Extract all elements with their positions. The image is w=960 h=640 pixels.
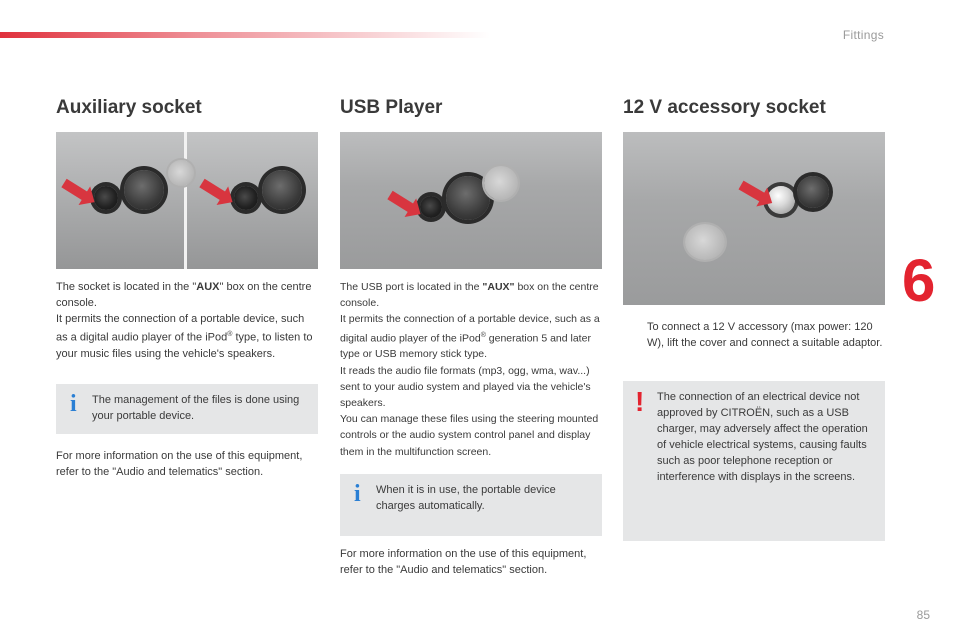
aux-more-info: For more information on the use of this … [56, 449, 303, 478]
aux-info-box: i The management of the files is done us… [56, 383, 318, 434]
usb-title: USB Player [340, 97, 443, 118]
socket-edge-left [168, 160, 194, 186]
usb-formats-text: It reads the audio file formats (mp3, og… [340, 364, 591, 409]
accessory-title: 12 V accessory socket [623, 97, 826, 118]
aux-title: Auxiliary socket [56, 97, 202, 118]
accessory-warning-text: The connection of an electrical device n… [657, 391, 868, 483]
info-icon: i [70, 390, 77, 417]
socket-cover [797, 176, 829, 208]
photo-divider [184, 132, 187, 269]
usb-location-text: The USB port is located in the "AUX" box… [340, 281, 599, 310]
warning-icon: ! [635, 386, 645, 417]
aux-connection-text: It permits the connection of a portable … [56, 313, 313, 360]
accessory-instruction-text: To connect a 12 V accessory (max power: … [647, 321, 883, 349]
usb-info-text: When it is in use, the portable device c… [376, 483, 556, 512]
aux-jack-left [94, 186, 118, 210]
header-accent-bar [0, 32, 490, 38]
arrow-icon [738, 180, 767, 203]
usb-cap-left [124, 170, 164, 210]
photo-panel-left [56, 132, 184, 269]
accessory-socket-photo [623, 132, 885, 305]
info-icon: i [354, 480, 361, 507]
usb-connection-text: It permits the connection of a portable … [340, 313, 600, 361]
usb-cap [446, 176, 490, 220]
usb-controls-text: You can manage these files using the ste… [340, 413, 599, 458]
aux-jack-right [234, 186, 258, 210]
chapter-number: 6 [902, 247, 936, 314]
accessory-socket-ghost [484, 166, 518, 200]
arrow-icon [387, 190, 415, 214]
aux-jack [420, 196, 442, 218]
usb-info-box: i When it is in use, the portable device… [340, 473, 602, 536]
aux-info-text: The management of the files is done usin… [92, 393, 300, 422]
accessory-warning-box: ! The connection of an electrical device… [623, 381, 885, 541]
aux-socket-photo [56, 132, 318, 269]
usb-port-photo [340, 132, 602, 269]
aux-location-text: The socket is located in the "AUX" box o… [56, 281, 312, 309]
accessory-section: 12 V accessory socket To connect a 12 V … [623, 96, 885, 541]
cover-ghost [685, 224, 725, 260]
usb-more-info: For more information on the use of this … [340, 547, 587, 576]
usb-cap-right [262, 170, 302, 210]
section-title: Fittings [842, 28, 884, 42]
page-number: 85 [916, 608, 930, 622]
aux-section: Auxiliary socket The socket is located i… [56, 96, 318, 480]
accessory-instruction: To connect a 12 V accessory (max power: … [623, 319, 885, 351]
usb-section: USB Player The USB port is located in th… [340, 96, 602, 578]
